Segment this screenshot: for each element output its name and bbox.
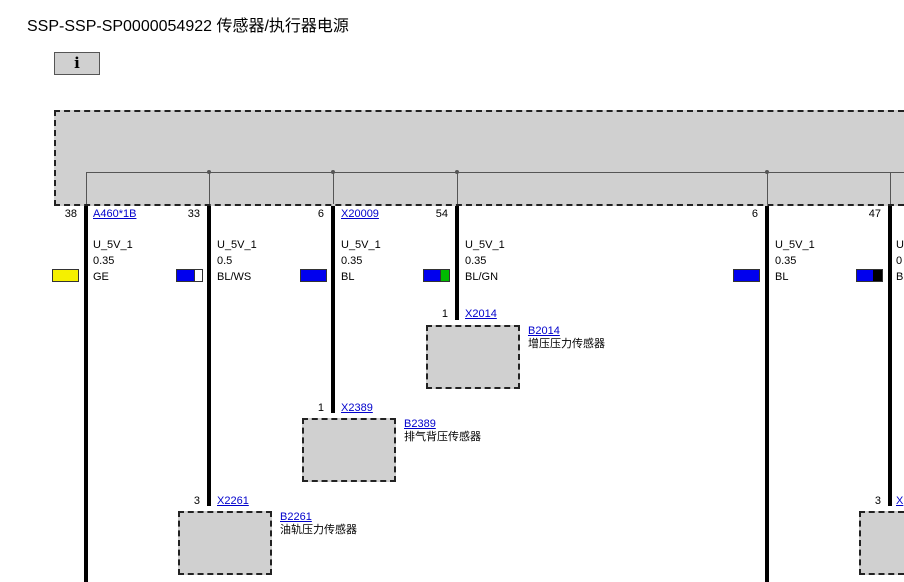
pin-number: 1 — [317, 402, 324, 414]
wire-size: 0.5 — [217, 255, 233, 267]
color-code: B — [896, 271, 904, 283]
component-link[interactable]: B2014 — [528, 325, 560, 337]
pin-number: 3 — [874, 495, 881, 507]
signal: U_5V_1 — [341, 239, 381, 251]
component-link[interactable]: B2261 — [280, 511, 312, 523]
pin-number: 1 — [441, 308, 448, 320]
component-name: 油轨压力传感器 — [280, 524, 357, 536]
component-link[interactable]: B2389 — [404, 418, 436, 430]
branch-line — [767, 172, 768, 204]
wire[interactable] — [207, 206, 211, 506]
signal: U_5V_1 — [93, 239, 133, 251]
branch-line — [457, 172, 458, 204]
wire[interactable] — [331, 206, 335, 413]
page-title: SSP-SSP-SP0000054922 传感器/执行器电源 — [27, 18, 349, 35]
connector-link[interactable]: X2389 — [341, 402, 373, 414]
branch-line — [890, 172, 891, 204]
control-unit-box — [54, 110, 904, 206]
wire-color-swatch — [856, 269, 883, 282]
sensor-box-b2389[interactable] — [302, 418, 396, 482]
color-code: BL/GN — [465, 271, 499, 283]
junction-dot — [331, 170, 335, 174]
wire[interactable] — [455, 206, 459, 320]
sensor-box-b2014[interactable] — [426, 325, 520, 389]
component-name: 排气背压传感器 — [404, 431, 481, 443]
wire-color-swatch — [423, 269, 450, 282]
color-code: BL — [775, 271, 789, 283]
pin-number: 54 — [435, 208, 448, 220]
junction-dot — [207, 170, 211, 174]
wire-color-swatch — [733, 269, 760, 282]
wire-color-swatch — [52, 269, 79, 282]
info-button[interactable]: i — [54, 52, 100, 75]
connector-link[interactable]: X2014 — [465, 308, 497, 320]
wire-size: 0.35 — [775, 255, 797, 267]
pin-number: 6 — [317, 208, 324, 220]
color-code: BL — [341, 271, 355, 283]
color-code: BL/WS — [217, 271, 252, 283]
wire-size: 0.35 — [93, 255, 115, 267]
wire[interactable] — [84, 206, 88, 582]
wire[interactable] — [888, 206, 892, 506]
wire[interactable] — [765, 206, 769, 582]
wire-size: 0.35 — [465, 255, 487, 267]
bus-line — [86, 172, 904, 173]
signal: U — [896, 239, 904, 251]
junction-dot — [455, 170, 459, 174]
wire-color-swatch — [176, 269, 203, 282]
pin-number: 3 — [193, 495, 200, 507]
branch-line — [86, 172, 87, 204]
wire-size: 0.35 — [341, 255, 363, 267]
connector-link[interactable]: A460*1B — [93, 208, 137, 220]
pin-number: 47 — [868, 208, 881, 220]
color-code: GE — [93, 271, 109, 283]
signal: U_5V_1 — [465, 239, 505, 251]
junction-dot — [765, 170, 769, 174]
component-name: 增压压力传感器 — [528, 338, 605, 350]
signal: U_5V_1 — [217, 239, 257, 251]
branch-line — [209, 172, 210, 204]
signal: U_5V_1 — [775, 239, 815, 251]
connector-link[interactable]: X20009 — [341, 208, 379, 220]
pin-number: 38 — [64, 208, 77, 220]
branch-line — [333, 172, 334, 204]
sensor-box-partial[interactable] — [859, 511, 904, 575]
pin-number: 33 — [187, 208, 200, 220]
connector-link[interactable]: X2261 — [217, 495, 249, 507]
pin-number: 6 — [751, 208, 758, 220]
sensor-box-b2261[interactable] — [178, 511, 272, 575]
connector-link[interactable]: X — [896, 495, 904, 507]
wire-size: 0 — [896, 255, 903, 267]
wire-color-swatch — [300, 269, 327, 282]
